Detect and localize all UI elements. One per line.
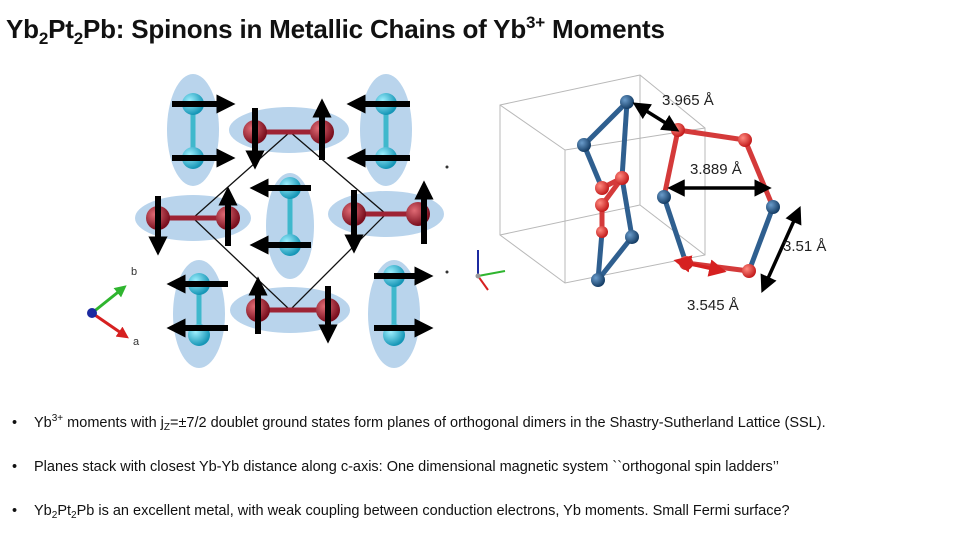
bullet-list: Yb3+ moments with jZ=±7/2 doublet ground… [12,408,952,540]
crystal-structure-figure [87,74,802,368]
ab-axes-triad [87,285,129,339]
slide-title: Yb2Pt2Pb: Spinons in Metallic Chains of … [6,13,665,48]
distance-label-1: 3.965 Å [662,92,714,109]
bullet-2: Planes stack with closest Yb-Yb distance… [12,452,952,496]
bullet-1: Yb3+ moments with jZ=±7/2 doublet ground… [12,408,952,452]
distance-label-4: 3.545 Å [687,297,739,314]
moment-arrows [148,94,434,344]
distance-label-2: 3.889 Å [690,161,742,178]
distance-label-3: 3.51 Å [783,238,827,255]
distance-arrows [632,102,802,293]
bullet-3: Yb2Pt2Pb is an excellent metal, with wea… [12,496,952,540]
abc-axes-triad [475,250,506,291]
axis-a-label: a [133,336,140,348]
axis-b-label: b [131,266,138,278]
